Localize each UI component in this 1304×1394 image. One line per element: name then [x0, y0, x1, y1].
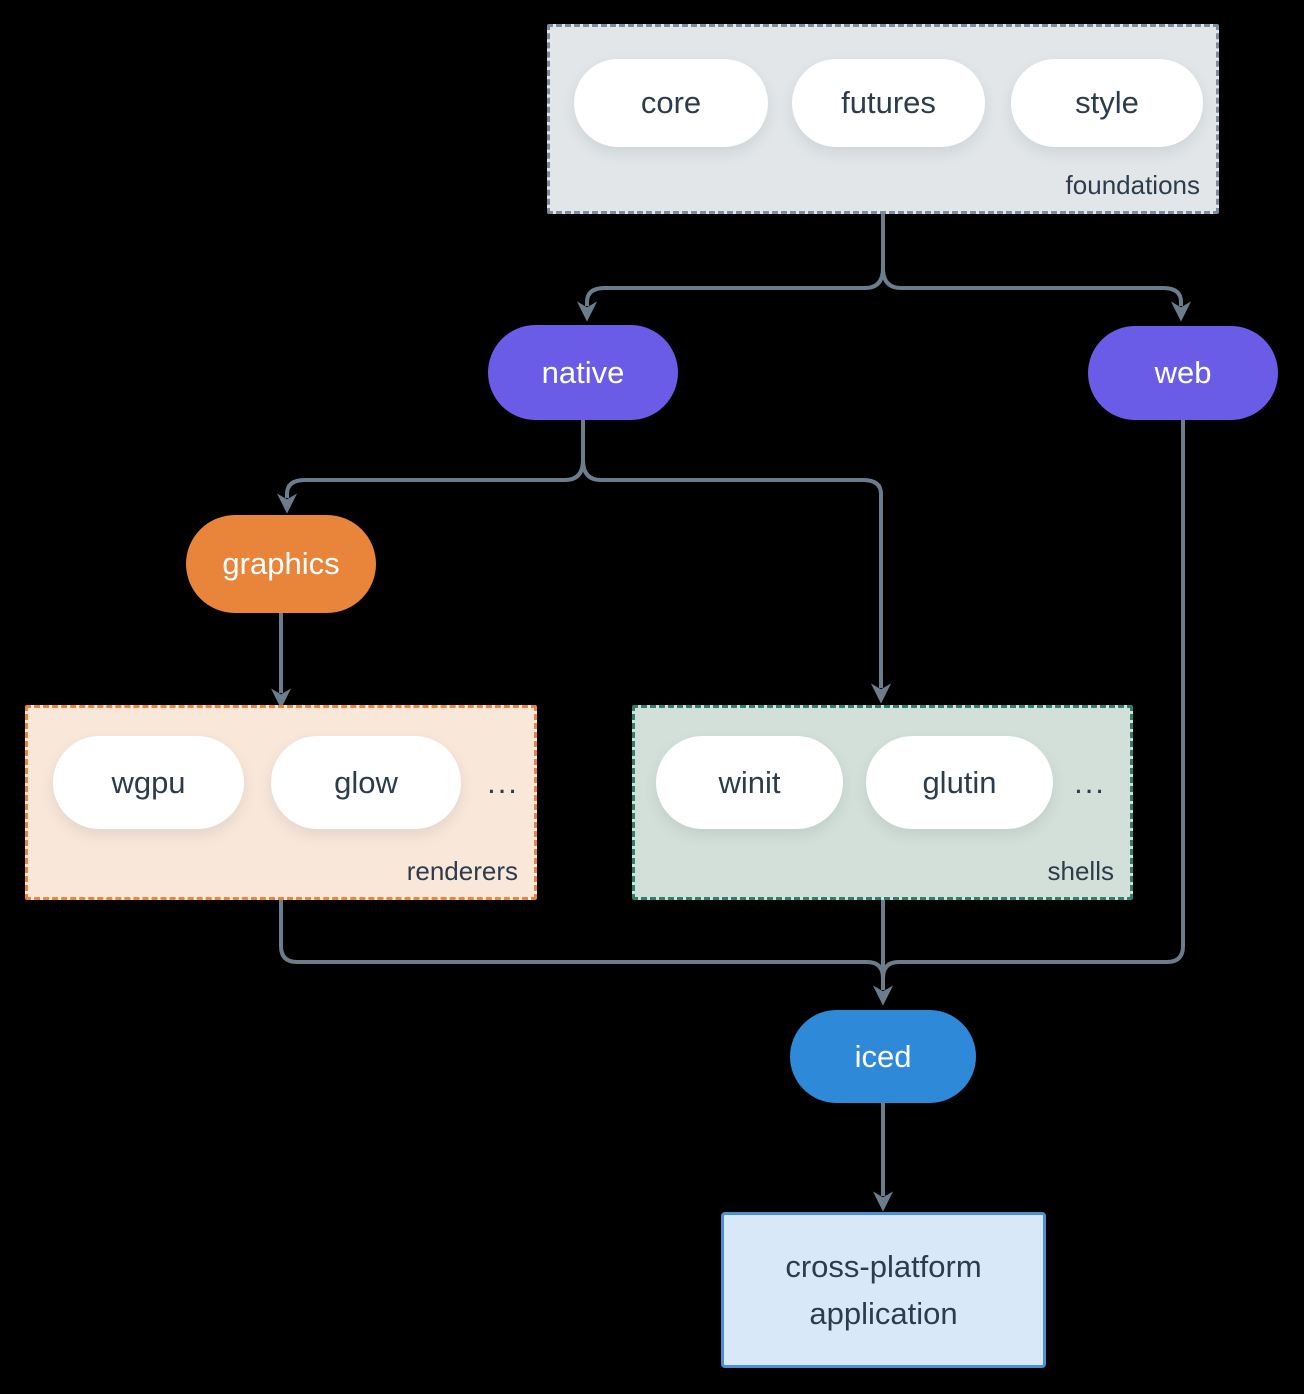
- node-web-label: web: [1154, 355, 1212, 390]
- group-shells-label: shells: [1047, 856, 1114, 886]
- node-glow: glow: [271, 736, 461, 829]
- renderers-ellipsis: ...: [487, 764, 519, 800]
- node-iced: iced: [790, 1010, 976, 1103]
- node-iced-label: iced: [854, 1038, 912, 1074]
- connector-renderers-to-merge: [279, 900, 885, 979]
- node-glow-label: glow: [334, 764, 398, 800]
- node-style-label: style: [1075, 85, 1139, 120]
- group-foundations: core futures style foundations: [547, 24, 1219, 214]
- application-label-line2: application: [809, 1296, 958, 1331]
- node-cross-platform-application: cross-platform application: [721, 1212, 1046, 1368]
- connector-foundations-to-native: [576, 267, 885, 322]
- node-native-label: native: [541, 354, 625, 390]
- node-graphics-label: graphics: [222, 546, 340, 581]
- node-futures-label: futures: [841, 85, 936, 120]
- node-wgpu-label: wgpu: [111, 764, 186, 800]
- node-native: native: [488, 325, 678, 420]
- group-renderers-label: renderers: [406, 856, 518, 886]
- shells-ellipsis: ...: [1074, 764, 1106, 800]
- connector-foundations-to-web: [881, 267, 1192, 322]
- node-wgpu: wgpu: [53, 736, 244, 829]
- node-graphics: graphics: [186, 515, 376, 613]
- node-core: core: [574, 59, 768, 147]
- node-glutin-label: glutin: [922, 764, 997, 800]
- connector-native-to-graphics: [276, 459, 585, 514]
- node-core-label: core: [640, 85, 702, 120]
- connector-native-to-shells: [581, 459, 892, 704]
- group-foundations-label: foundations: [1065, 170, 1200, 200]
- application-label-line1: cross-platform: [785, 1249, 982, 1284]
- node-style: style: [1011, 59, 1203, 147]
- node-glutin: glutin: [866, 736, 1053, 829]
- node-futures: futures: [792, 59, 985, 147]
- node-winit-label: winit: [718, 764, 781, 800]
- group-shells: winit glutin ... shells: [632, 705, 1133, 900]
- node-web: web: [1088, 326, 1278, 420]
- group-renderers: wgpu glow ... renderers: [25, 705, 537, 900]
- node-winit: winit: [656, 736, 843, 829]
